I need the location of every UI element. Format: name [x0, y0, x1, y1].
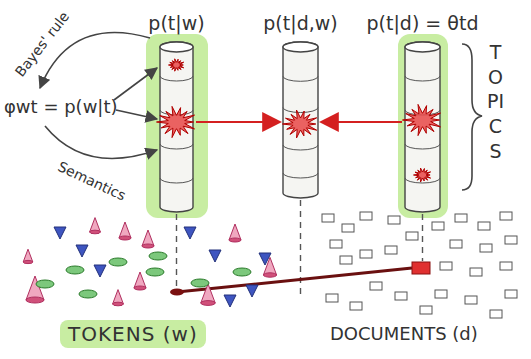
dashed-line: [422, 214, 423, 261]
red-star: [169, 59, 184, 71]
token-cone: [113, 290, 124, 306]
token-ellipse: [146, 268, 164, 276]
token-triangle: [246, 285, 258, 297]
token-triangle: [94, 265, 106, 277]
highlight: [398, 34, 448, 218]
document-icon: [370, 282, 382, 290]
token-triangle: [54, 227, 66, 239]
document-icon: [388, 216, 400, 224]
document-icon: [342, 224, 354, 232]
document-icon: [478, 222, 490, 230]
document-icon: [500, 262, 512, 270]
cylinder-heading: p(t|d) = θtd: [367, 12, 479, 34]
token-ellipse: [191, 279, 209, 287]
token-cone: [142, 230, 154, 248]
cylinder-shape: [160, 42, 193, 212]
diagram-label: TOKENS (w): [60, 320, 206, 348]
token-cone: [90, 218, 101, 234]
document-icon: [450, 240, 462, 248]
diagram-label: φwt = p(w|t): [4, 96, 118, 117]
cylinder-heading: p(t|d,w): [263, 12, 337, 34]
diagram-label: DOCUMENTS (d): [330, 323, 478, 344]
selected-document: [412, 262, 430, 274]
cylinder-shape: [405, 42, 440, 212]
red-star: [403, 104, 441, 135]
topic-cylinder: p(t|w): [160, 42, 193, 212]
token-ellipse: [149, 252, 167, 260]
document-icon: [505, 290, 517, 298]
token-triangle: [76, 245, 88, 257]
dashed-line: [176, 214, 177, 287]
document-icon: [465, 296, 477, 304]
semantics-arrow: [45, 126, 157, 158]
document-icon: [395, 292, 407, 300]
token-triangle: [259, 253, 271, 265]
dashed-line: [300, 200, 301, 296]
bayes-arrow: [40, 32, 150, 88]
red-star: [157, 106, 195, 137]
topic-cylinder: p(t|d,w): [283, 42, 318, 198]
document-icon: [350, 302, 362, 310]
token-ellipse: [79, 290, 97, 298]
highlight: [146, 34, 208, 218]
token-cone: [134, 272, 146, 290]
document-icon: [360, 212, 372, 220]
token-cone: [119, 222, 131, 240]
document-icon: [440, 262, 452, 270]
token-cone: [23, 249, 33, 263]
selected-token: [170, 289, 184, 296]
document-icon: [330, 240, 342, 248]
token-triangle: [184, 227, 196, 239]
document-icon: [385, 246, 397, 254]
document-icon: [480, 244, 492, 252]
red-star: [414, 168, 431, 182]
token-triangle: [224, 295, 236, 307]
document-icon: [435, 290, 447, 298]
red-arrow: [321, 121, 402, 123]
document-icon: [432, 222, 444, 230]
document-icon: [455, 214, 467, 222]
token-ellipse: [36, 280, 54, 288]
document-icon: [360, 250, 372, 258]
token-cone: [229, 224, 241, 242]
cylinder-shape: [283, 42, 318, 198]
diagram-label: Semantics: [56, 158, 129, 203]
document-icon: [505, 236, 517, 244]
document-icon: [340, 256, 352, 264]
diagram-label: TOPICS: [486, 40, 505, 163]
topic-cylinder: p(t|d) = θtd: [405, 42, 440, 212]
document-icon: [420, 306, 432, 314]
document-icon: [500, 212, 512, 220]
token-ellipse: [66, 266, 84, 274]
semantics-arrow: [114, 68, 157, 100]
token-ellipse: [233, 268, 251, 276]
token-ellipse: [109, 258, 127, 266]
red-star: [283, 110, 317, 138]
topics-brace: [462, 44, 482, 190]
token-triangle: [209, 250, 221, 262]
document-icon: [490, 310, 502, 318]
red-arrow: [196, 121, 280, 123]
document-icon: [406, 232, 418, 240]
document-icon: [322, 214, 334, 222]
document-icon: [326, 294, 338, 302]
document-icon: [470, 268, 482, 276]
semantics-arrow: [116, 110, 157, 119]
token-document-link: [177, 268, 412, 292]
cylinder-heading: p(t|w): [148, 12, 204, 34]
diagram-label: Bayes' rule: [12, 8, 73, 79]
